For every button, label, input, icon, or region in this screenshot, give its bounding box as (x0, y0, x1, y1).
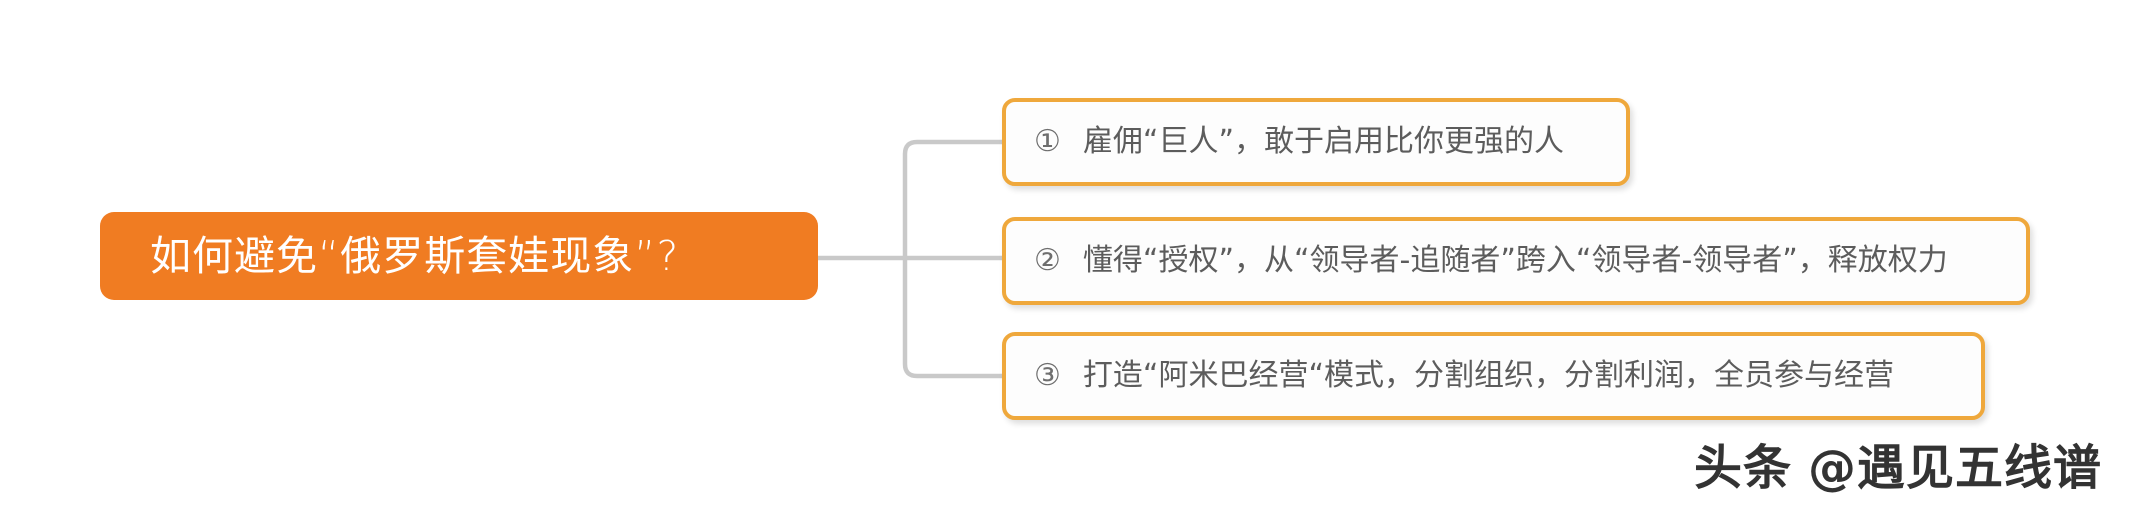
connector-branch-3 (902, 255, 1005, 379)
branch-text-1: 雇佣“巨人”，敢于启用比你更强的人 (1082, 124, 1564, 159)
branch-index-3: ③ (1034, 358, 1061, 393)
branch-text-3: 打造“阿米巴经营“模式，分割组织，分割利润，全员参与经营 (1082, 358, 1894, 393)
root-topic-node[interactable]: 如何避免“俄罗斯套娃现象”? (100, 212, 818, 300)
root-topic-label: 如何避免“俄罗斯套娃现象”? (150, 231, 680, 280)
branch-node-2[interactable]: ② 懂得“授权”，从“领导者-追随者”跨入“领导者-领导者”，释放权力 (1002, 217, 2030, 305)
watermark-brand-label: 头条 (1693, 440, 1792, 496)
connector-branch-1 (902, 139, 1005, 261)
branch-index-1: ① (1034, 124, 1061, 159)
branch-index-2: ② (1034, 243, 1061, 278)
branch-node-1[interactable]: ① 雇佣“巨人”，敢于启用比你更强的人 (1002, 98, 1630, 186)
watermark: 头条 @遇见五线谱 (1694, 428, 2102, 498)
watermark-handle-label: @遇见五线谱 (1807, 440, 2102, 496)
branch-text-2: 懂得“授权”，从“领导者-追随者”跨入“领导者-领导者”，释放权力 (1082, 243, 1948, 278)
branch-node-3[interactable]: ③ 打造“阿米巴经营“模式，分割组织，分割利润，全员参与经营 (1002, 332, 1985, 420)
